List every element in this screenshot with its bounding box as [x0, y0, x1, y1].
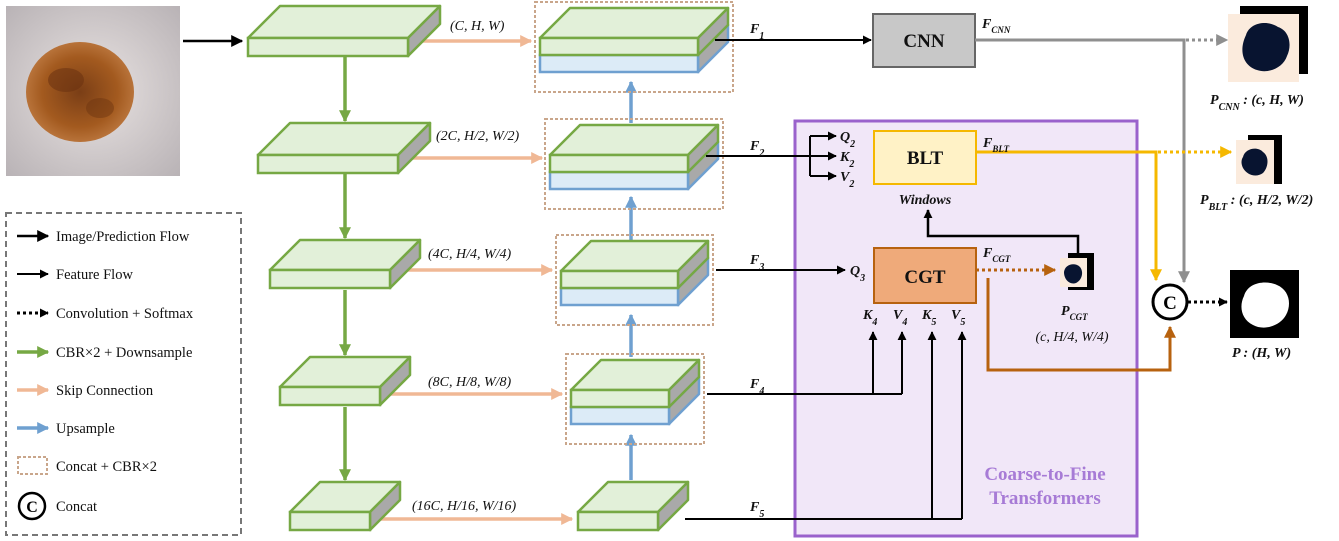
k4-label: K4	[862, 308, 877, 328]
q2-label: Q2	[840, 130, 855, 150]
concat-cbr-frame-1	[534, 1, 734, 93]
skip-shape-label-2: (2C, H/2, W/2)	[436, 129, 520, 144]
f2-label: F2	[749, 139, 764, 159]
fblt-label: FBLT	[982, 136, 1010, 154]
q3-label: Q3	[850, 264, 865, 284]
k5-label: K5	[921, 308, 936, 328]
v4-label: V4	[893, 308, 907, 328]
encoder-block-4	[278, 355, 412, 407]
skip-feature-slab-1	[538, 6, 730, 57]
encoder-block-3	[268, 238, 422, 290]
blt-label: BLT	[907, 148, 944, 169]
legend-concat-swatch	[17, 491, 47, 521]
p-blt-caption: PBLT : (c, H/2, W/2)	[1200, 193, 1313, 213]
concat-node-symbol: C	[1163, 293, 1177, 314]
skip-shape-label-3: (4C, H/4, W/4)	[428, 247, 512, 262]
decoder-block-5	[576, 480, 690, 532]
concat-cbr-frame-2	[544, 118, 724, 210]
p-blt-map	[1236, 135, 1282, 184]
legend-downsample-label: CBR×2 + Downsample	[56, 345, 192, 361]
encoder-block-1	[246, 4, 442, 58]
windows-label: Windows	[899, 193, 952, 208]
encoder-block-5	[288, 480, 402, 532]
legend-image-flow-label: Image/Prediction Flow	[56, 229, 190, 245]
panel-title-line1: Coarse-to-Fine	[984, 464, 1105, 485]
encoder-block-2	[256, 121, 432, 175]
f5-label: F5	[749, 500, 764, 520]
concat-node	[1151, 283, 1189, 321]
v2-label: V2	[840, 170, 854, 190]
p-cnn-caption: PCNN : (c, H, W)	[1210, 93, 1304, 113]
legend-concat-cbr-swatch	[17, 456, 48, 475]
decoder-block-4	[565, 353, 705, 445]
fcgt-label: FCGT	[982, 246, 1011, 264]
coarse-to-fine-panel	[793, 119, 1139, 538]
legend-skip-label: Skip Connection	[56, 383, 154, 399]
legend-conv-softmax-label: Convolution + Softmax	[56, 306, 194, 322]
legend-concat-cbr-label: Concat + CBR×2	[56, 459, 157, 475]
fblt-flow	[976, 150, 1162, 282]
cgt-label: CGT	[904, 267, 946, 288]
blt-module	[873, 130, 977, 185]
fcnn-flow	[975, 38, 1190, 284]
cgt-module	[873, 247, 977, 304]
legend-concat-swatch-symbol: C	[26, 499, 38, 516]
decoder-block-3	[555, 234, 714, 326]
p-cgt-map	[1060, 253, 1094, 290]
f1-label: F1	[749, 22, 764, 42]
p-cgt-shape: (c, H/4, W/4)	[1035, 330, 1108, 345]
final-prediction-map	[1230, 270, 1299, 338]
skip-shape-label-1: (C, H, W)	[450, 19, 505, 34]
skip-shape-label-5: (16C, H/16, W/16)	[412, 499, 517, 514]
f3-label: F3	[749, 253, 764, 273]
legend: Image/Prediction Flow Feature Flow Convo…	[5, 212, 242, 536]
skip-feature-slab-3	[559, 239, 710, 290]
p-cgt-caption: PCGT	[1061, 304, 1088, 322]
p-cnn-map	[1228, 6, 1308, 82]
concat-cbr-frame-3	[555, 234, 714, 326]
decoder-block-1	[534, 1, 734, 93]
skip-feature-slab-2	[548, 123, 720, 174]
final-prediction-caption: P : (H, W)	[1232, 346, 1291, 361]
legend-box	[5, 212, 242, 536]
legend-concat-label: Concat	[56, 499, 97, 515]
skip-feature-slab-4	[569, 358, 701, 409]
cnn-module	[872, 13, 976, 68]
panel-title-line2: Transformers	[989, 488, 1101, 509]
f4-label: F4	[749, 377, 764, 397]
input-dermoscopy-image	[6, 6, 180, 176]
legend-upsample-label: Upsample	[56, 421, 115, 437]
fcgt-flow	[986, 278, 1176, 372]
fcnn-label: FCNN	[981, 17, 1011, 35]
concat-cbr-frame-4	[565, 353, 705, 445]
legend-feature-flow-label: Feature Flow	[56, 267, 133, 283]
cnn-label: CNN	[903, 31, 944, 52]
v5-label: V5	[951, 308, 965, 328]
skip-shape-label-4: (8C, H/8, W/8)	[428, 375, 512, 390]
decoder-block-2	[544, 118, 724, 210]
k2-label: K2	[839, 150, 854, 170]
